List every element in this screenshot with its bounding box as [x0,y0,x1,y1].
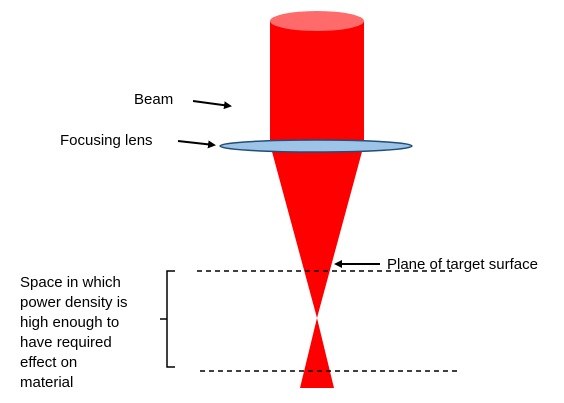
beam-label: Beam [134,91,173,108]
space-line: effect on [20,354,77,371]
beam-cylinder [270,21,364,145]
space-bracket [160,270,175,368]
converging-beam-cone [271,148,363,318]
space-line: power density is [20,294,128,311]
beam-top-face [270,11,364,31]
space-line: Space in which [20,274,121,291]
space-line: material [20,374,73,391]
beam-arrow [192,100,232,110]
diverging-beam-cone [300,318,334,388]
focusing-lens [219,139,413,153]
focusing-lens-label: Focusing lens [60,132,153,149]
target-plane-label: Plane of target surface [387,256,538,273]
space-description: Space in which power density is high eno… [20,274,132,391]
space-line: have required [20,334,112,351]
focusing-lens-arrow [177,140,216,149]
space-line: high enough to [20,314,119,331]
